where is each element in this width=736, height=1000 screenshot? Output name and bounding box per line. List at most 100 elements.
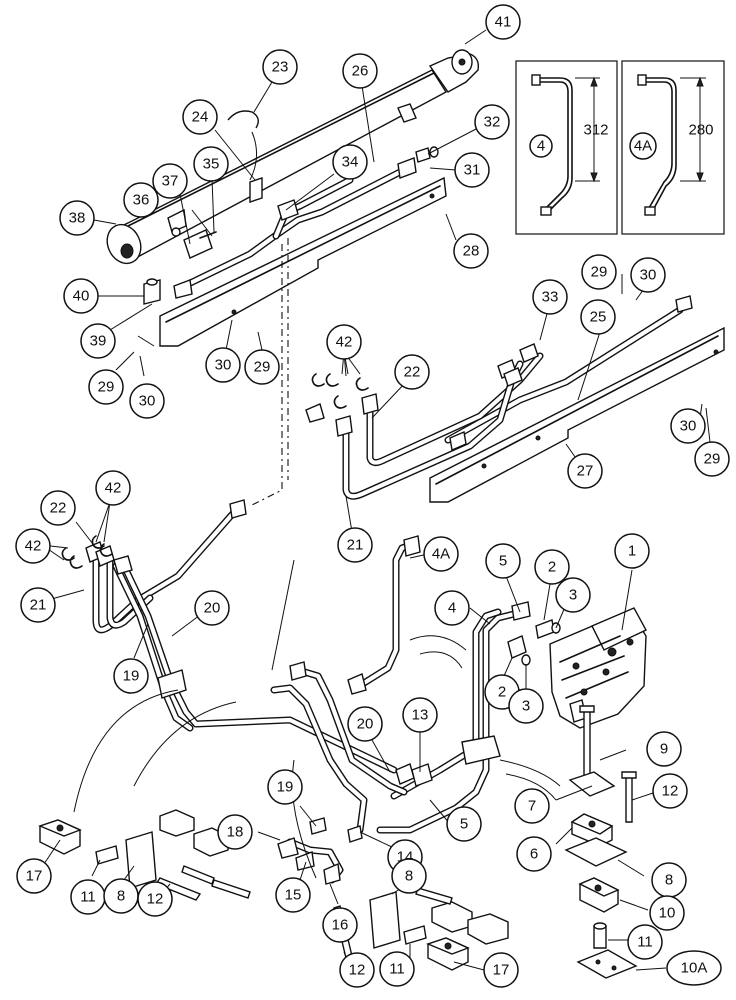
callout-11b: 11	[627, 924, 663, 960]
callout-16: 16	[322, 907, 358, 943]
svg-text:23: 23	[272, 59, 289, 76]
callout-32: 32	[474, 104, 510, 140]
callout-18: 18	[217, 814, 253, 850]
callout-13: 13	[402, 697, 438, 733]
svg-text:16: 16	[332, 917, 349, 934]
svg-text:20: 20	[204, 600, 221, 617]
svg-text:22: 22	[50, 500, 67, 517]
tube-14-15-16	[270, 661, 433, 885]
callout-20b: 20	[347, 706, 383, 742]
svg-text:29: 29	[98, 379, 115, 396]
svg-text:28: 28	[463, 243, 480, 260]
plate-10A	[576, 949, 638, 979]
svg-text:12: 12	[662, 783, 679, 800]
svg-text:4A: 4A	[432, 546, 450, 563]
svg-text:17: 17	[493, 962, 510, 979]
svg-text:30: 30	[680, 418, 697, 435]
plate-8	[564, 837, 628, 867]
callout-39: 39	[80, 323, 116, 359]
svg-text:12: 12	[147, 891, 164, 908]
svg-text:22: 22	[404, 364, 421, 381]
clamp-block	[461, 735, 501, 765]
svg-text:18: 18	[227, 824, 244, 841]
callout-15: 15	[275, 877, 311, 913]
callout-3a: 3	[555, 577, 591, 613]
callout-1: 1	[614, 533, 650, 569]
callout-42b: 42	[95, 470, 131, 506]
block-36	[183, 229, 213, 259]
inset-tube-4A: 4A 280	[621, 60, 725, 235]
inset-callout-4	[529, 134, 553, 158]
callout-8b: 8	[103, 878, 139, 914]
callout-28: 28	[453, 233, 489, 269]
inset-callout-4A	[629, 132, 657, 160]
svg-text:9: 9	[660, 741, 668, 758]
callout-5a: 5	[485, 543, 521, 579]
guard-bar-28	[159, 176, 447, 347]
svg-text:29: 29	[704, 451, 721, 468]
callout-5b: 5	[446, 806, 482, 842]
svg-text:21: 21	[30, 597, 47, 614]
clips-42-top	[305, 373, 369, 423]
svg-text:27: 27	[577, 463, 594, 480]
callout-29d: 29	[694, 441, 730, 477]
svg-text:4: 4	[448, 600, 456, 617]
callout-11a: 11	[70, 879, 106, 915]
callout-42a: 42	[326, 324, 362, 360]
callout-10: 10	[649, 895, 685, 931]
svg-text:19: 19	[123, 668, 140, 685]
svg-text:26: 26	[352, 63, 369, 80]
callout-27: 27	[567, 453, 603, 489]
callout-10A: 10A	[666, 950, 722, 986]
svg-text:7: 7	[528, 798, 536, 815]
dimension-280: 280	[688, 122, 713, 139]
tube-bundle-left	[85, 499, 398, 774]
callout-29b: 29	[88, 369, 124, 405]
svg-text:5: 5	[499, 553, 507, 570]
callout-38: 38	[59, 200, 95, 236]
svg-text:11: 11	[80, 889, 96, 906]
callout-30a: 30	[205, 347, 241, 383]
svg-text:31: 31	[464, 162, 481, 179]
svg-text:15: 15	[285, 887, 302, 904]
callout-19b: 19	[267, 769, 303, 805]
callout-20a: 20	[194, 590, 230, 626]
svg-text:29: 29	[591, 264, 608, 281]
svg-text:34: 34	[342, 154, 359, 171]
svg-text:24: 24	[192, 109, 209, 126]
callout-21b: 21	[20, 587, 56, 623]
svg-text:32: 32	[484, 114, 501, 131]
assembly-guide-curves	[73, 131, 561, 879]
callout-12c: 12	[339, 952, 375, 988]
svg-text:12: 12	[349, 962, 366, 979]
callout-17a: 17	[16, 858, 52, 894]
svg-text:35: 35	[203, 156, 220, 173]
hydraulic-cylinder	[106, 49, 480, 305]
callout-34: 34	[332, 144, 368, 180]
fitting-31	[415, 147, 431, 163]
fitting-2	[535, 619, 555, 639]
callout-19a: 19	[113, 658, 149, 694]
svg-text:17: 17	[26, 868, 43, 885]
callout-4A: 4A	[423, 536, 459, 572]
oring-40	[146, 278, 158, 286]
fitting-13	[411, 763, 433, 787]
svg-text:40: 40	[73, 288, 90, 305]
callout-21a: 21	[337, 527, 373, 563]
plate-8-left	[125, 831, 157, 889]
inset-tube-4: 4 312	[515, 60, 618, 235]
svg-text:36: 36	[133, 192, 150, 209]
callout-36: 36	[123, 182, 159, 218]
svg-text:5: 5	[460, 816, 468, 833]
svg-text:25: 25	[590, 309, 607, 326]
callout-30c: 30	[630, 257, 666, 293]
callout-22a: 22	[394, 354, 430, 390]
clamp-assembly-left	[38, 809, 251, 901]
dimension-312: 312	[583, 122, 608, 139]
callout-6: 6	[516, 836, 552, 872]
svg-text:38: 38	[69, 210, 86, 227]
svg-text:11: 11	[389, 961, 405, 978]
svg-text:20: 20	[357, 716, 374, 733]
svg-text:2: 2	[498, 684, 506, 701]
